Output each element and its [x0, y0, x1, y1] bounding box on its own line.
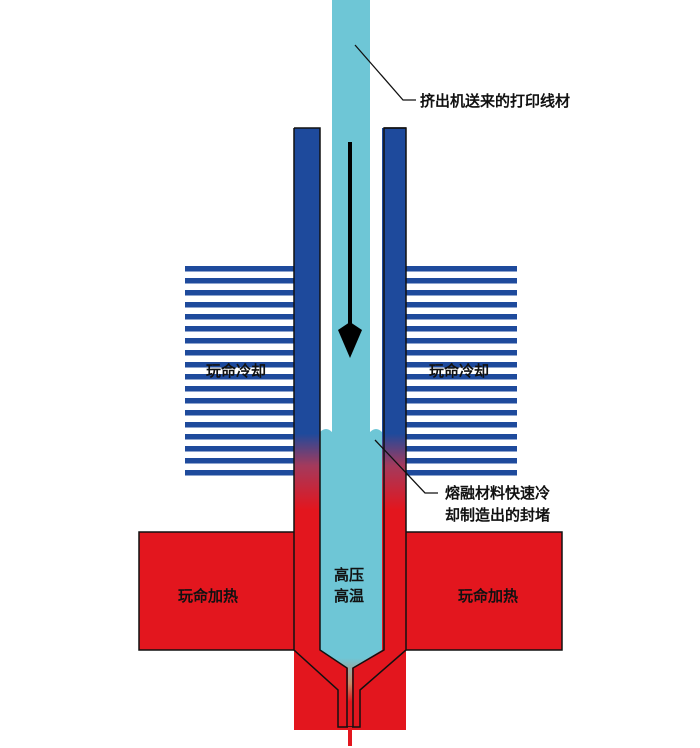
- heating-left-label: 玩命加热: [178, 587, 238, 605]
- cooling-fin: [406, 326, 517, 332]
- cooling-fin: [185, 422, 294, 428]
- cooling-fin: [406, 386, 517, 392]
- clog-label-line1: 熔融材料快速冷: [445, 484, 550, 502]
- cooling-fin: [406, 314, 517, 320]
- cooling-fin: [406, 302, 517, 308]
- cooling-fin: [185, 278, 294, 284]
- cooling-fin: [406, 434, 517, 440]
- cooling-fin: [185, 350, 294, 356]
- cooling-fin: [406, 278, 517, 284]
- cooling-fin: [406, 266, 517, 272]
- pressure-label-line2: 高温: [334, 587, 364, 605]
- cooling-fin: [406, 338, 517, 344]
- cooling-fin: [406, 350, 517, 356]
- heatsink-fins-left: [185, 266, 294, 476]
- cooling-fin: [406, 422, 517, 428]
- cooling-left-label: 玩命冷却: [206, 362, 266, 380]
- cooling-fin: [185, 314, 294, 320]
- clog-label-line2: 却制造出的封堵: [445, 506, 550, 524]
- cooling-fin: [185, 302, 294, 308]
- cooling-fin: [406, 458, 517, 464]
- cooling-fin: [185, 434, 294, 440]
- filament: [320, 0, 382, 727]
- nozzle-outline: [293, 127, 407, 728]
- pressure-label-line1: 高压: [334, 566, 364, 584]
- cooling-fin: [185, 374, 294, 380]
- heating-right-label: 玩命加热: [458, 587, 518, 605]
- cooling-fin: [185, 326, 294, 332]
- feed-direction-arrow-icon: [338, 142, 362, 358]
- cooling-fin: [406, 374, 517, 380]
- clog-leader-line: [374, 439, 438, 494]
- cooling-fin: [185, 290, 294, 296]
- cooling-fin: [185, 458, 294, 464]
- cooling-fin: [406, 290, 517, 296]
- filament-label: 挤出机送来的打印线材: [420, 92, 570, 110]
- cooling-fin: [185, 362, 294, 368]
- cooling-fin: [406, 446, 517, 452]
- filament-leader-line: [354, 44, 416, 101]
- cooling-fin: [406, 398, 517, 404]
- cooling-fin: [185, 386, 294, 392]
- cooling-fin: [185, 338, 294, 344]
- cooling-fin: [185, 398, 294, 404]
- cooling-right-label: 玩命冷却: [429, 362, 489, 380]
- cooling-fin: [185, 410, 294, 416]
- heatsink-fins-right: [406, 266, 517, 476]
- cooling-fin: [185, 470, 294, 476]
- cooling-fin: [406, 362, 517, 368]
- cooling-fin: [406, 410, 517, 416]
- cooling-fin: [185, 266, 294, 272]
- cooling-fin: [185, 446, 294, 452]
- cooling-fin: [406, 470, 517, 476]
